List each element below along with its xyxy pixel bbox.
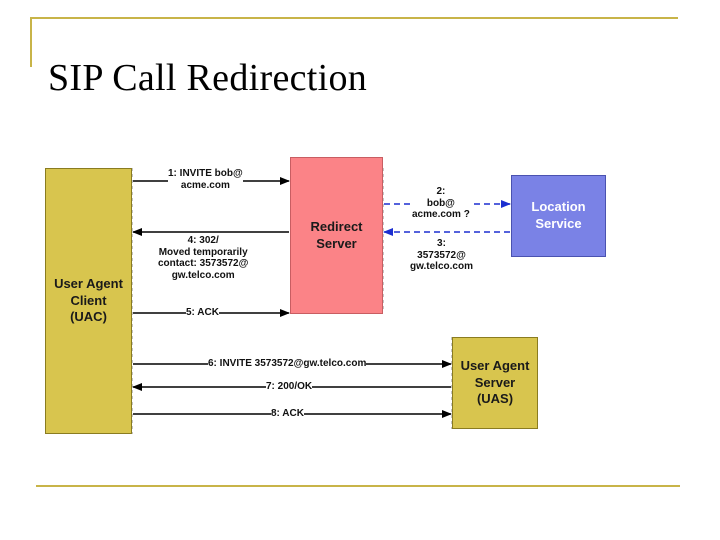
uac-node: User Agent Client (UAC) — [45, 168, 132, 434]
frame-bottom-rule — [36, 485, 680, 487]
message-6-label: 6: INVITE 3573572@gw.telco.com — [208, 358, 367, 370]
uas-node: User Agent Server (UAS) — [452, 337, 538, 429]
message-7-label: 7: 200/OK — [266, 381, 313, 393]
message-5-label: 5: ACK — [186, 307, 219, 319]
message-8-label: 8: ACK — [271, 408, 304, 420]
message-1-label: 1: INVITE bob@ acme.com — [168, 168, 243, 191]
redirect-server-node: Redirect Server — [290, 157, 383, 314]
slide-title: SIP Call Redirection — [48, 57, 368, 99]
message-2-label: 2: bob@ acme.com ? — [412, 186, 470, 221]
location-service-node: Location Service — [511, 175, 606, 257]
frame-top-rule — [30, 17, 678, 19]
message-3-label: 3: 3573572@ gw.telco.com — [410, 238, 473, 273]
frame-left-rule — [30, 17, 32, 67]
message-4-label: 4: 302/ Moved temporarily contact: 35735… — [158, 235, 249, 281]
